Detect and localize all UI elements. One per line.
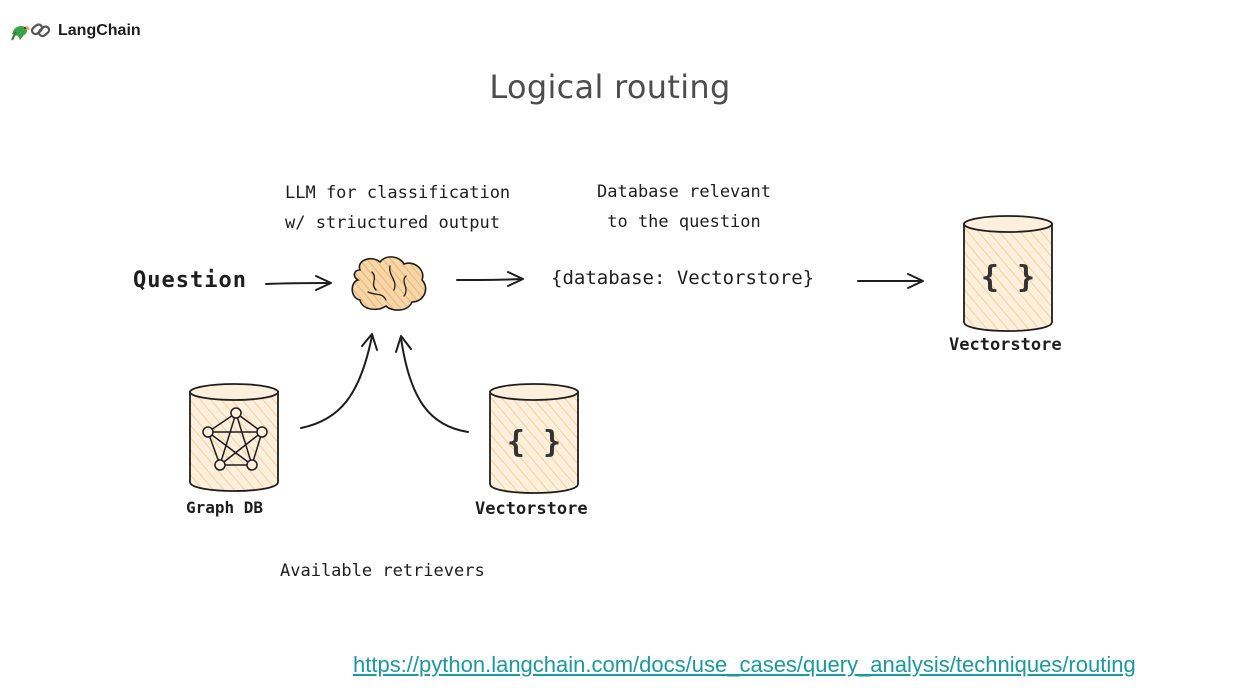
graph-network-icon bbox=[202, 407, 268, 471]
graph-db-label: Graph DB bbox=[186, 498, 264, 517]
graph-db-cylinder bbox=[189, 383, 279, 492]
graphdb-to-llm-arrow bbox=[300, 333, 378, 429]
db-caption: Database relevant to the question bbox=[597, 177, 771, 237]
llm-caption-line1: LLM for classification bbox=[285, 183, 511, 203]
llm-brain-icon bbox=[351, 256, 427, 311]
slide-title: Logical routing bbox=[489, 68, 731, 106]
llm-caption: LLM for classification w/ striuctured ou… bbox=[285, 178, 510, 238]
vectorstore-bottom-braces: { } bbox=[507, 425, 561, 460]
parrot-link-icon bbox=[11, 23, 51, 41]
question-to-llm-arrow bbox=[265, 275, 332, 291]
llm-to-output-arrow bbox=[456, 271, 524, 287]
vectorstore-right-label: Vectorstore bbox=[949, 335, 1062, 355]
structured-output-label: {database: Vectorstore} bbox=[551, 267, 815, 289]
brand-name: LangChain bbox=[58, 22, 141, 39]
vectorstore-right-braces: { } bbox=[981, 260, 1035, 295]
vectorstore-bottom-cylinder bbox=[489, 383, 579, 494]
output-to-vectorstore-arrow bbox=[857, 273, 924, 289]
vectorstore-right-cylinder bbox=[963, 215, 1053, 332]
db-caption-line1: Database relevant bbox=[597, 182, 771, 202]
llm-caption-line2: w/ striuctured output bbox=[285, 213, 500, 233]
vectorstore-bottom-label: Vectorstore bbox=[475, 499, 588, 519]
routing-docs-link[interactable]: https://python.langchain.com/docs/use_ca… bbox=[353, 652, 1136, 677]
vectorstore-to-llm-arrow bbox=[395, 335, 469, 433]
db-caption-line2: to the question bbox=[607, 212, 761, 232]
question-label: Question bbox=[133, 268, 247, 293]
available-retrievers-label: Available retrievers bbox=[280, 561, 485, 581]
brand-logo: LangChain bbox=[10, 20, 141, 42]
